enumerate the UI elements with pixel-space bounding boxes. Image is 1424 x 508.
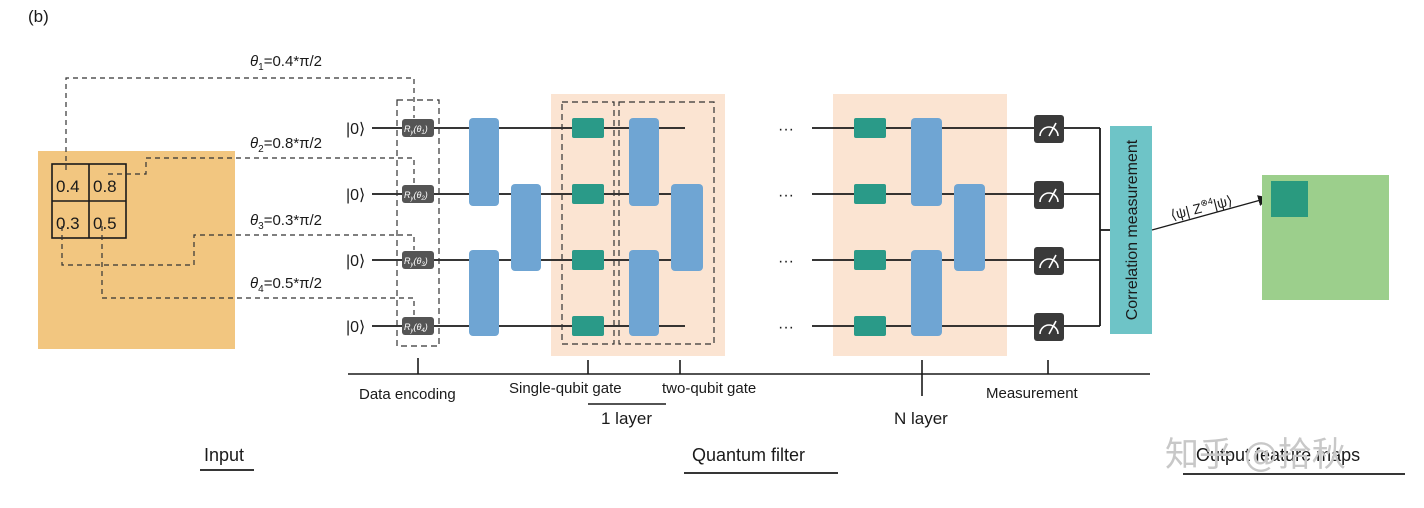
ket-q3: |0⟩ (346, 253, 365, 270)
two-qubit-gate (954, 184, 985, 271)
measure-icon (1034, 181, 1064, 209)
measure-icon (1034, 247, 1064, 275)
ry-gate-q1: Ry(θ1) (402, 119, 434, 137)
output-feature-cell (1271, 181, 1308, 217)
two-qubit-gate (629, 118, 659, 206)
output-arrow (1151, 195, 1270, 231)
bottom-axis (348, 358, 1150, 405)
single-qubit-gate (854, 250, 886, 270)
two-qubit-gates-initial (469, 118, 541, 336)
ket-q2: |0⟩ (346, 187, 365, 204)
svg-text:Ry(θ1): Ry(θ1) (404, 124, 428, 136)
input-cell-1-0: 0.3 (56, 214, 80, 233)
input-section-label: Input (204, 445, 244, 465)
svg-text:Ry(θ2): Ry(θ2) (404, 190, 428, 202)
input-background (38, 151, 235, 349)
angle-labels: θ1=0.4*π/2 θ2=0.8*π/2 θ3=0.3*π/2 θ4=0.5*… (250, 53, 322, 295)
svg-text:Ry(θ3): Ry(θ3) (404, 256, 428, 268)
single-qubit-dashed-box (561, 101, 615, 345)
ellipsis-q3: ··· (778, 253, 794, 270)
ket-labels: |0⟩ |0⟩ |0⟩ |0⟩ (346, 121, 365, 336)
ellipsis-q2: ··· (778, 187, 794, 204)
angle-label-3: θ3=0.3*π/2 (250, 212, 322, 232)
ry-gate-q2: Ry(θ2) (402, 185, 434, 203)
two-qubit-gate (671, 184, 703, 271)
two-qubit-gate (911, 118, 942, 206)
single-qubit-gate (572, 184, 604, 204)
input-grid: 0.4 0.8 0.3 0.5 (51, 163, 127, 239)
n-layer-label: N layer (894, 409, 948, 428)
two-qubit-gate (511, 184, 541, 271)
angle-label-1: θ1=0.4*π/2 (250, 53, 322, 73)
single-qubit-gate (854, 184, 886, 204)
measurement-gates (1034, 115, 1064, 341)
ellipsis-q4: ··· (778, 319, 794, 336)
measure-icon (1034, 313, 1064, 341)
two-qubit-dashed-box (618, 101, 715, 345)
single-qubit-gates-layer-1 (572, 118, 604, 336)
input-cell-0-1: 0.8 (93, 177, 117, 196)
data-encoding-label: Data encoding (359, 386, 456, 403)
single-qubit-gate-label: Single-qubit gate (509, 380, 622, 397)
angle-label-2: θ2=0.8*π/2 (250, 135, 322, 155)
correlation-measurement-box (1110, 126, 1152, 334)
measurement-label: Measurement (986, 385, 1079, 402)
svg-text:Ry(θ4): Ry(θ4) (404, 322, 428, 334)
angle-label-4: θ4=0.5*π/2 (250, 275, 322, 295)
two-qubit-gate (469, 250, 499, 336)
single-qubit-gates-layer-n (854, 118, 886, 336)
encoding-dashed-box (396, 99, 440, 347)
encoding-connectors (61, 77, 415, 316)
two-qubit-gates-layer-n (911, 118, 985, 336)
single-qubit-gate (854, 316, 886, 336)
ellipses: ··· ··· ··· ··· (778, 121, 794, 336)
quantum-filter-section-label: Quantum filter (692, 445, 805, 465)
input-cell-0-0: 0.4 (56, 177, 80, 196)
two-qubit-gates-layer-1 (629, 118, 703, 336)
ket-q4: |0⟩ (346, 319, 365, 336)
ry-gate-q4: Ry(θ4) (402, 317, 434, 335)
output-section-label: Output feature maps (1196, 445, 1360, 465)
single-qubit-gate (572, 118, 604, 138)
ry-gates: Ry(θ1) Ry(θ2) Ry(θ3) Ry(θ4) (402, 119, 434, 335)
two-qubit-gate-label: two-qubit gate (662, 380, 756, 397)
panel-label: (b) (28, 7, 49, 26)
two-qubit-gate (469, 118, 499, 206)
measure-icon (1034, 115, 1064, 143)
two-qubit-gate (629, 250, 659, 336)
single-qubit-gate (572, 316, 604, 336)
ellipsis-q1: ··· (778, 121, 794, 138)
one-layer-label: 1 layer (601, 409, 652, 428)
two-qubit-gate (911, 250, 942, 336)
single-qubit-gate (572, 250, 604, 270)
input-cell-1-1: 0.5 (93, 214, 117, 233)
watermark: 知乎 @拾秋 (1165, 435, 1346, 475)
correlation-measurement-label: Correlation measurement (1124, 139, 1141, 320)
expectation-label: ⟨ψ| Z⊗4|ψ⟩ (1169, 191, 1234, 223)
ry-gate-q3: Ry(θ3) (402, 251, 434, 269)
single-qubit-gate (854, 118, 886, 138)
ket-q1: |0⟩ (346, 121, 365, 138)
